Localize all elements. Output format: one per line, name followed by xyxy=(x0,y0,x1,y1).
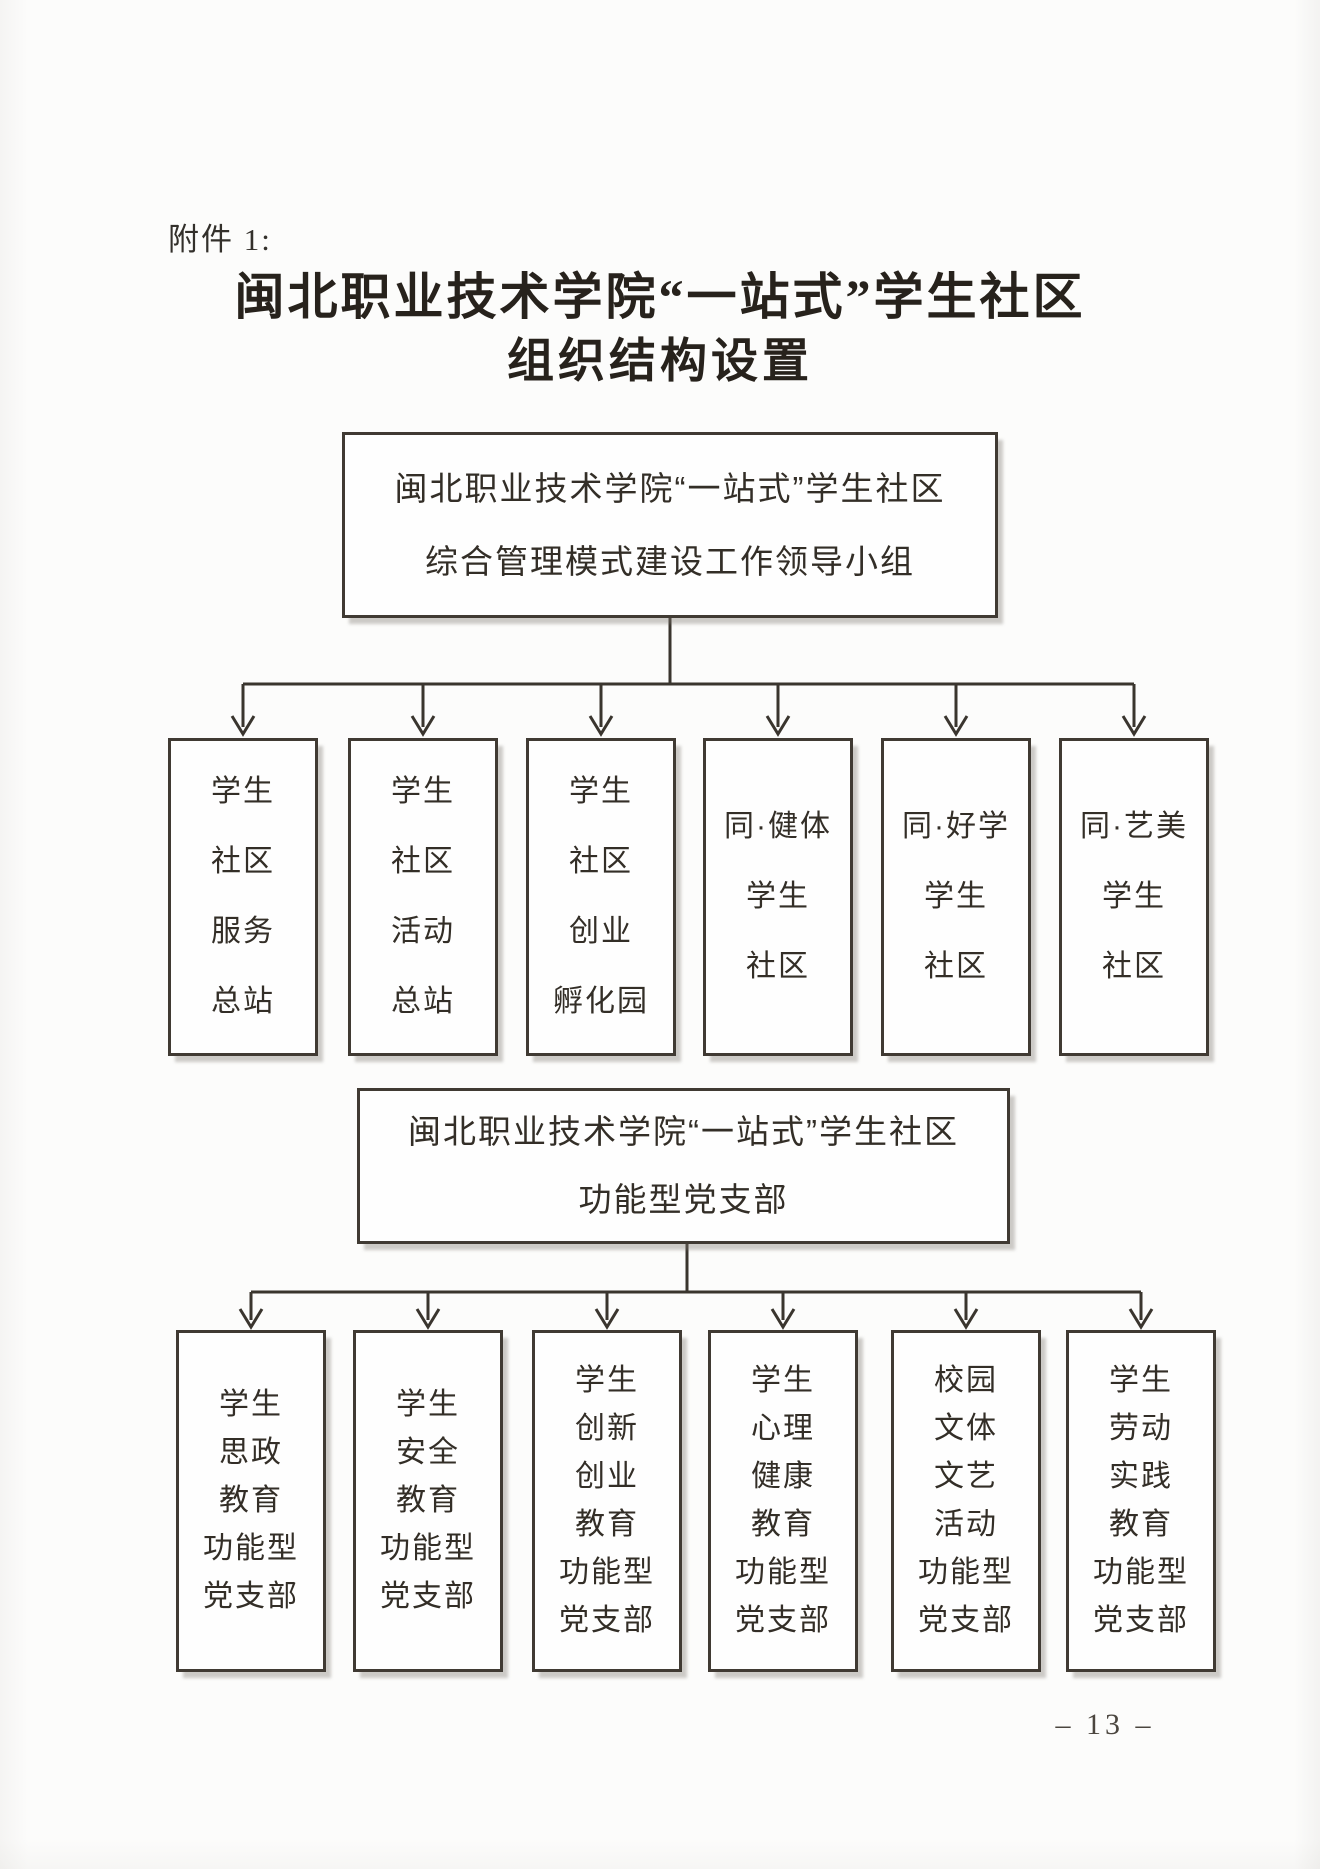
org-box-label: 学生 社区 创业 孵化园 xyxy=(553,775,649,1018)
org-box-mental-health-branch: 学生 心理 健康 教育 功能型 党支部 xyxy=(708,1330,858,1672)
org-box-label: 同·健体 学生 社区 xyxy=(724,810,832,983)
org-box-safety-education-branch: 学生 安全 教育 功能型 党支部 xyxy=(353,1330,503,1672)
org-box-tong-yimei-community: 同·艺美 学生 社区 xyxy=(1059,738,1209,1056)
org-box-party-branch-line2: 功能型党支部 xyxy=(578,1181,789,1218)
org-box-party-branch-line1: 闽北职业技术学院“一站式”学生社区 xyxy=(408,1113,959,1150)
org-box-leading-group-line2: 综合管理模式建设工作领导小组 xyxy=(425,543,915,580)
org-box-leading-group-line1: 闽北职业技术学院“一站式”学生社区 xyxy=(394,470,946,507)
org-box-label: 学生 劳动 实践 教育 功能型 党支部 xyxy=(1093,1364,1189,1637)
org-box-label: 学生 创新 创业 教育 功能型 党支部 xyxy=(559,1364,655,1637)
attachment-label: 附件 1: xyxy=(168,222,272,257)
page-number: – 13 – xyxy=(1055,1708,1155,1741)
org-box-label: 学生 思政 教育 功能型 党支部 xyxy=(203,1388,299,1613)
org-box-tong-jianti-community: 同·健体 学生 社区 xyxy=(703,738,853,1056)
org-box-label: 学生 心理 健康 教育 功能型 党支部 xyxy=(735,1364,831,1637)
org-box-community-service-station: 学生 社区 服务 总站 xyxy=(168,738,318,1056)
page-title-line2: 组织结构设置 xyxy=(507,336,813,388)
page-title-line1: 闽北职业技术学院“一站式”学生社区 xyxy=(234,269,1086,325)
org-box-startup-incubation-park: 学生 社区 创业 孵化园 xyxy=(526,738,676,1056)
org-box-tong-haoxue-community: 同·好学 学生 社区 xyxy=(881,738,1031,1056)
org-box-labor-practice-branch: 学生 劳动 实践 教育 功能型 党支部 xyxy=(1066,1330,1216,1672)
org-box-innovation-entrepreneurship-branch: 学生 创新 创业 教育 功能型 党支部 xyxy=(532,1330,682,1672)
org-box-label: 学生 安全 教育 功能型 党支部 xyxy=(380,1388,476,1613)
org-box-label: 学生 社区 服务 总站 xyxy=(211,775,275,1018)
org-box-ideological-education-branch: 学生 思政 教育 功能型 党支部 xyxy=(176,1330,326,1672)
org-box-campus-culture-sports-branch: 校园 文体 文艺 活动 功能型 党支部 xyxy=(891,1330,1041,1672)
org-box-label: 校园 文体 文艺 活动 功能型 党支部 xyxy=(918,1364,1014,1637)
org-box-label: 同·好学 学生 社区 xyxy=(902,810,1010,983)
org-box-leading-group: 闽北职业技术学院“一站式”学生社区 综合管理模式建设工作领导小组 xyxy=(342,432,998,618)
org-box-label: 学生 社区 活动 总站 xyxy=(391,775,455,1018)
org-box-functional-party-branch: 闽北职业技术学院“一站式”学生社区 功能型党支部 xyxy=(357,1088,1010,1244)
org-box-community-activity-station: 学生 社区 活动 总站 xyxy=(348,738,498,1056)
page-title: 闽北职业技术学院“一站式”学生社区 组织结构设置 xyxy=(0,266,1320,390)
org-box-label: 同·艺美 学生 社区 xyxy=(1080,810,1188,983)
